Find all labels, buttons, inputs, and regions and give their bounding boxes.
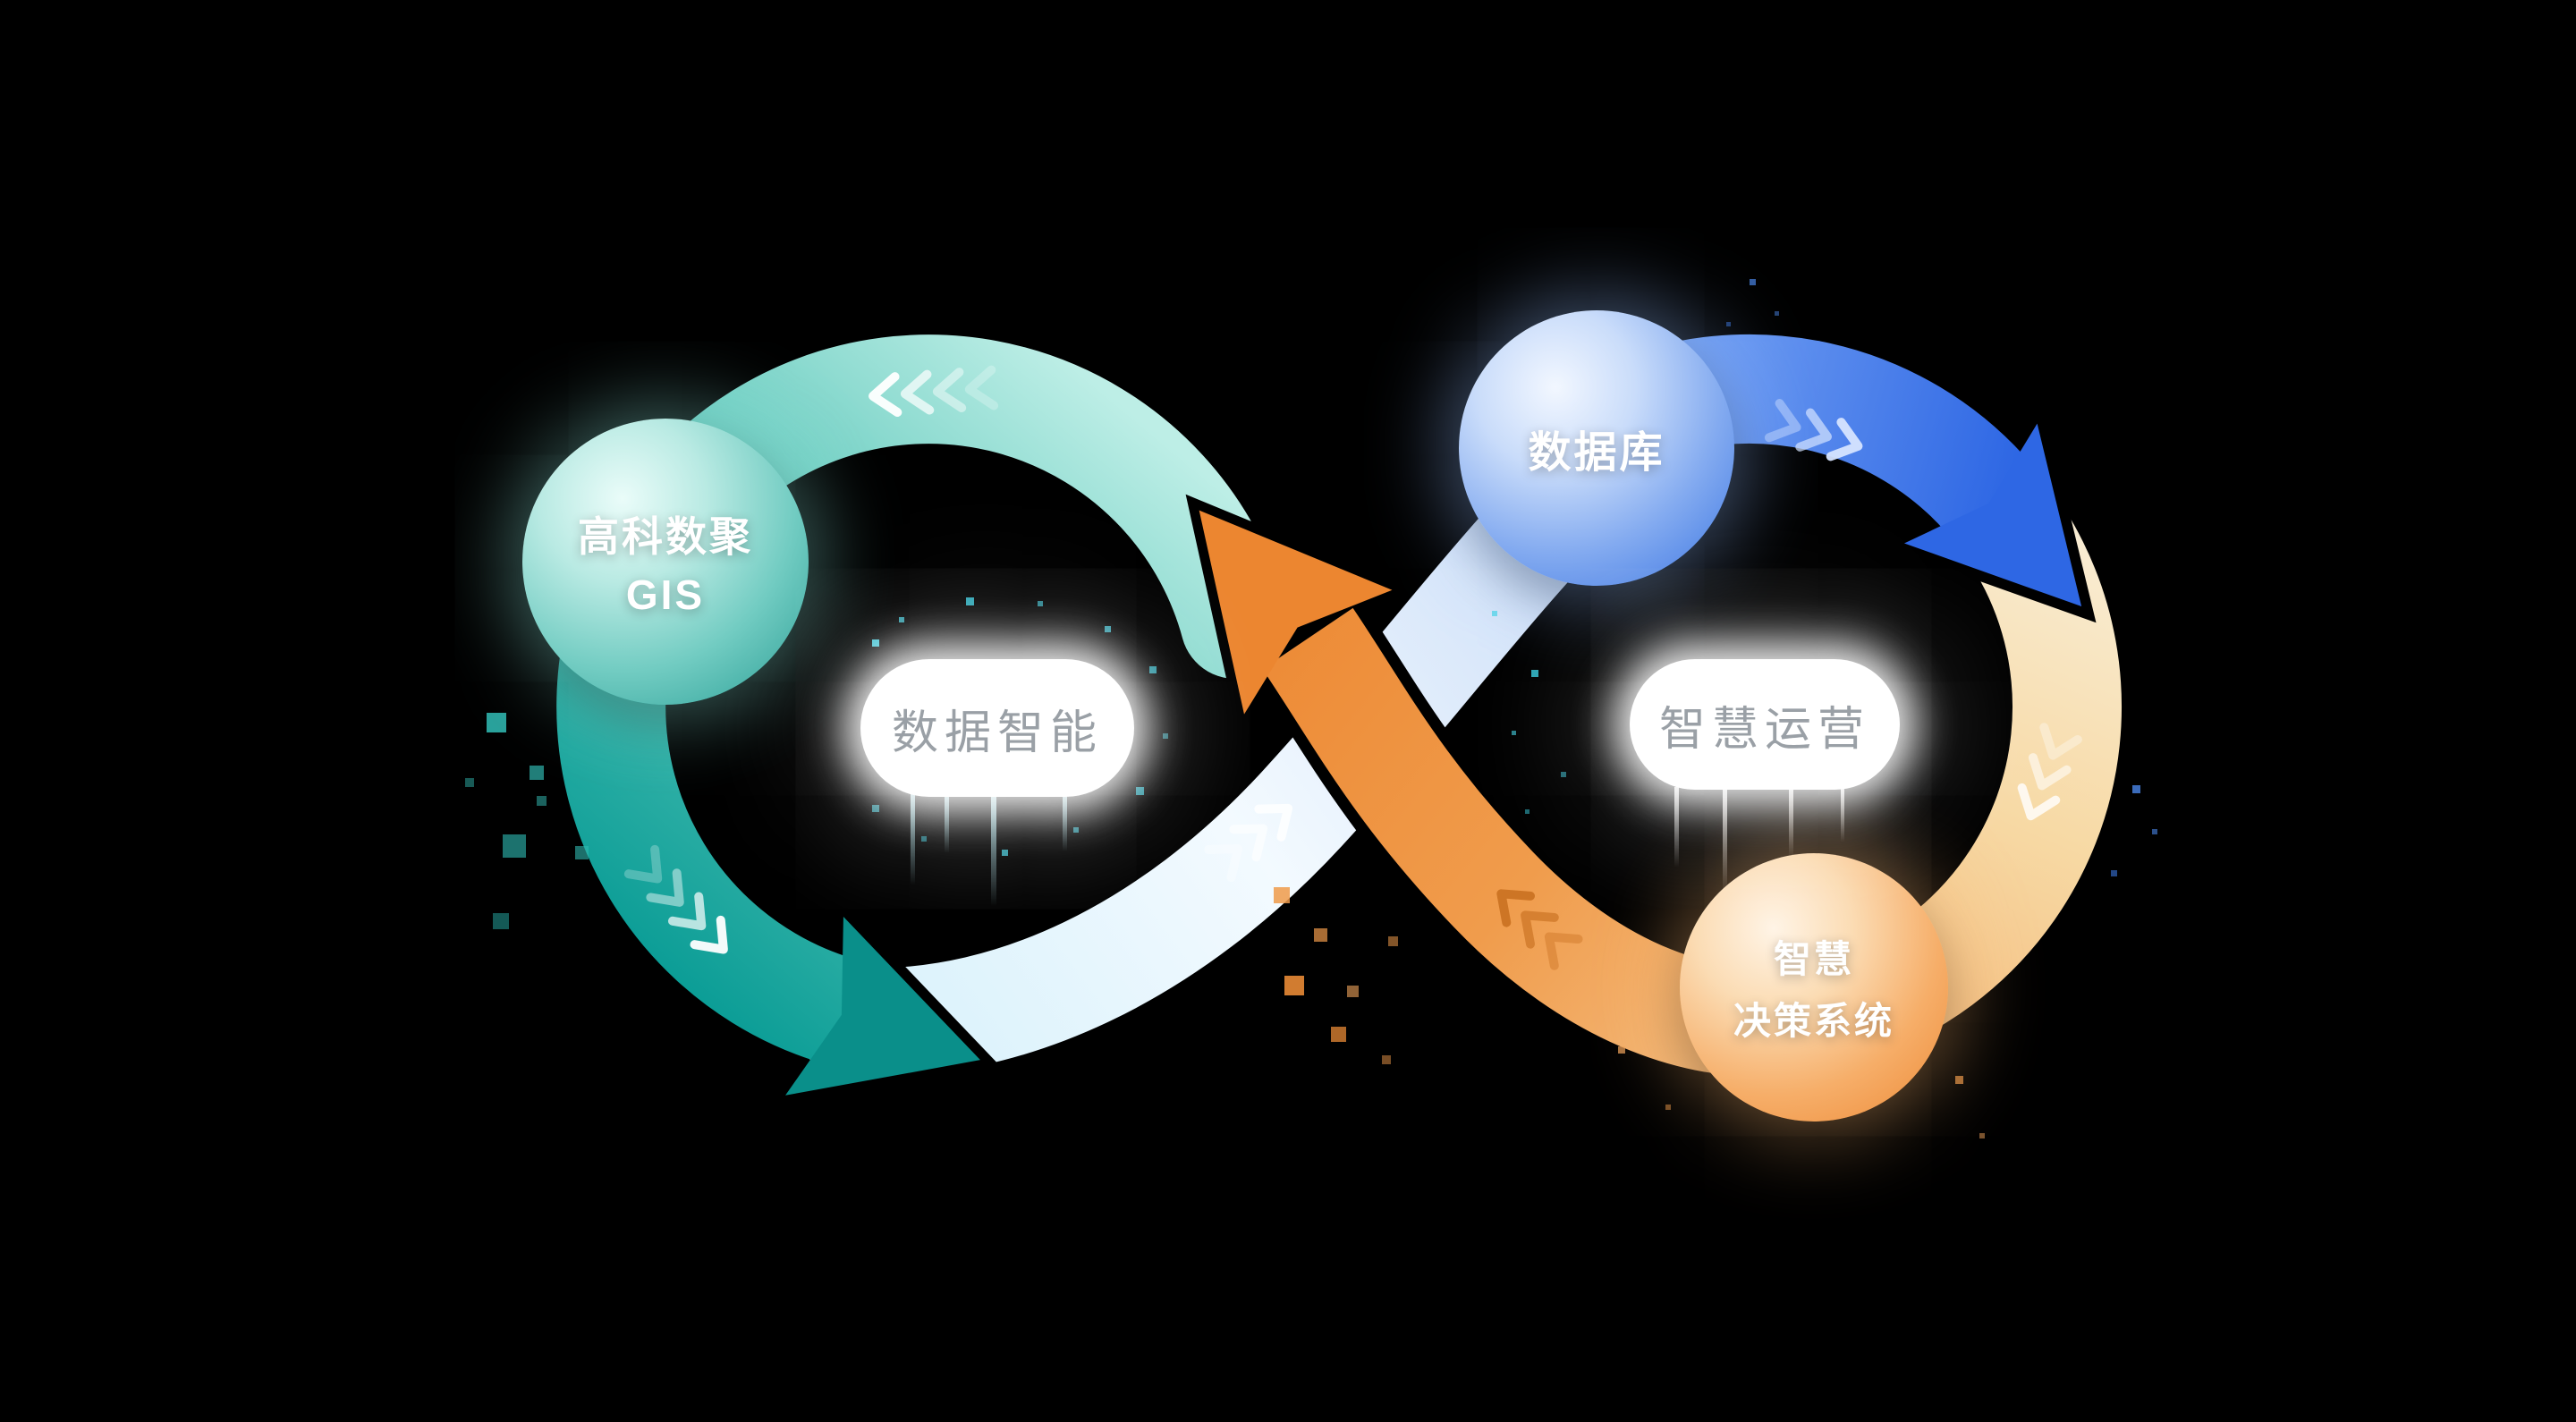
pill-left-text: 数据智能	[891, 707, 1103, 759]
pixel-dot	[493, 913, 509, 929]
pixel-dot	[1314, 928, 1327, 942]
chevrons-blue-arc-icon	[1764, 399, 1863, 461]
label-pill-data-intelligence: 数据智能	[860, 659, 1134, 797]
pixel-dot	[1347, 986, 1359, 997]
pixel-dot	[2152, 829, 2157, 834]
orange-arrowhead-icon	[1185, 494, 1402, 724]
pixel-dot	[1331, 1027, 1346, 1042]
pixel-dot	[1136, 787, 1144, 795]
pixel-dot	[1525, 809, 1530, 814]
node-decision-line2: 决策系统	[1733, 1000, 1894, 1042]
pixel-dust-cyan-right	[1492, 611, 1566, 814]
node-decision-line1: 智慧	[1773, 938, 1854, 980]
drip-line	[1723, 789, 1727, 896]
pixel-dot	[1105, 626, 1111, 632]
pixel-dust-orange	[1274, 887, 1985, 1138]
pixel-dot	[1388, 936, 1398, 946]
pixel-dot	[1512, 731, 1516, 735]
pixel-dot	[1665, 1105, 1671, 1110]
flow-ribbon-light	[795, 400, 1669, 1078]
node-decision-label: 智慧 决策系统	[1733, 929, 1894, 1045]
chevrons-light-ribbon-icon	[1204, 803, 1293, 883]
drip-line	[1841, 789, 1844, 842]
pixel-dot	[1955, 1076, 1963, 1084]
pixel-dust-teal	[465, 713, 589, 929]
node-decision-sphere: 智慧 决策系统	[1680, 853, 1948, 1122]
pixel-dot	[530, 766, 544, 780]
pixel-dot	[921, 836, 927, 842]
label-pill-smart-operation: 智慧运营	[1630, 659, 1900, 790]
drip-line	[1063, 789, 1067, 851]
pixel-dot	[872, 805, 879, 812]
pixel-dot	[465, 778, 474, 787]
drip-line	[945, 791, 949, 853]
pill-drips-left	[911, 787, 1067, 907]
node-gis-line1: 高科数聚	[578, 513, 753, 560]
pixel-dot	[1492, 611, 1497, 616]
blue-arrowhead-icon	[1894, 414, 2097, 623]
pixel-dot	[966, 597, 974, 605]
pill-drips-right	[1674, 787, 1844, 896]
pixel-dot	[1038, 601, 1043, 606]
chevrons-left-bottom-icon	[623, 844, 728, 954]
pixel-dot	[872, 639, 879, 647]
pixel-dot	[1775, 311, 1779, 316]
chevrons-orange-ribbon-icon	[1496, 889, 1583, 970]
pixel-dot	[1726, 322, 1731, 326]
pixel-dot	[537, 796, 547, 806]
pixel-dot	[1002, 850, 1008, 856]
pixel-dot	[487, 713, 506, 732]
pixel-dot	[1284, 976, 1304, 995]
drip-line	[911, 787, 915, 885]
pixel-dot	[1531, 670, 1538, 677]
pixel-dot	[575, 846, 589, 859]
node-gis-sphere: 高科数聚 GIS	[522, 419, 809, 705]
pixel-dot	[1163, 733, 1168, 739]
node-gis-line2: GIS	[625, 571, 706, 618]
pixel-dot	[1561, 772, 1566, 777]
pixel-dot	[2132, 785, 2140, 793]
node-database-label: 数据库	[1528, 417, 1665, 479]
pill-right-text: 智慧运营	[1658, 703, 1870, 756]
pixel-dust-blue	[1726, 279, 2157, 876]
chevrons-left-top-icon	[869, 365, 999, 418]
chevrons-cream-arc-icon	[2017, 723, 2082, 821]
pixel-dot	[1149, 666, 1157, 673]
pixel-dot	[1274, 887, 1290, 903]
pixel-dot	[899, 617, 904, 622]
pixel-dot	[1382, 1055, 1391, 1064]
drip-line	[1789, 787, 1793, 859]
drip-line	[991, 791, 996, 907]
pixel-dot	[1618, 1046, 1625, 1054]
pixel-dot	[1750, 279, 1756, 285]
pixel-dot	[503, 834, 526, 858]
node-database-text: 数据库	[1528, 429, 1665, 477]
teal-arrowhead-icon	[780, 904, 1001, 1107]
pixel-dot	[1979, 1133, 1985, 1138]
pixel-dot	[2111, 870, 2117, 876]
pixel-dust-cyan-left	[872, 597, 1168, 856]
node-database-sphere: 数据库	[1459, 310, 1734, 586]
pixel-dot	[1073, 827, 1079, 833]
node-gis-label: 高科数聚 GIS	[578, 504, 753, 619]
drip-line	[1674, 787, 1679, 868]
